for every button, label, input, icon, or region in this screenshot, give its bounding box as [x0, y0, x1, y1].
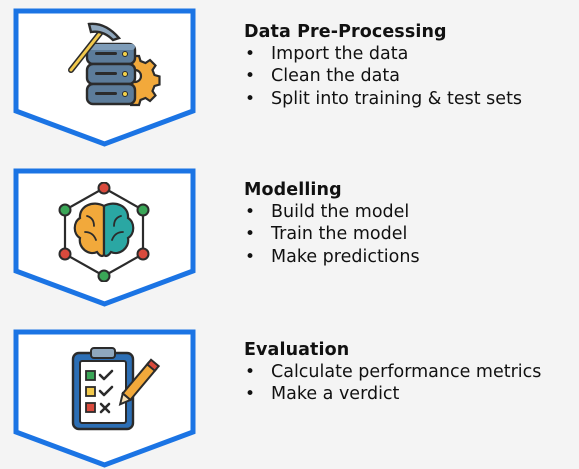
step-title: Data Pre-Processing: [244, 22, 447, 42]
list-item: • Clean the data: [244, 65, 574, 87]
bullet: •: [245, 88, 256, 109]
step-1-badge: [13, 8, 196, 148]
list-item-label: Import the data: [271, 44, 409, 64]
bullet: •: [245, 246, 256, 267]
list-item-label: Calculate performance metrics: [271, 362, 542, 382]
step-3-badge: [13, 329, 196, 469]
bullet: •: [245, 384, 256, 405]
list-item: • Make a verdict: [244, 383, 574, 405]
step-items: • Import the data • Clean the data • Split …: [244, 43, 574, 110]
bullet: •: [245, 66, 256, 87]
step-title: Modelling: [244, 180, 342, 200]
list-item-label: Make a verdict: [271, 384, 400, 405]
step-2-badge: [13, 168, 196, 308]
list-item-label: Make predictions: [271, 246, 420, 267]
bullet: •: [245, 224, 256, 245]
brain-network-icon: [58, 182, 150, 282]
bullet: •: [245, 44, 256, 64]
bullet: •: [245, 362, 256, 382]
list-item: • Split into training & test sets: [244, 88, 574, 110]
step-items: • Build the model • Train the model • Make …: [244, 201, 574, 268]
list-item-label: Train the model: [271, 224, 408, 245]
step-3-text: Evaluation • Calculate performance metric…: [244, 339, 574, 406]
server-gear-pickaxe-icon: [68, 22, 161, 107]
list-item: • Train the model: [244, 223, 574, 245]
list-item: • Calculate performance metrics: [244, 361, 574, 383]
checklist-pencil-icon: [71, 347, 161, 431]
list-item: • Make predictions: [244, 246, 574, 268]
bullet: •: [245, 202, 256, 222]
list-item-label: Clean the data: [271, 66, 400, 87]
list-item: • Import the data: [244, 43, 574, 65]
list-item: • Build the model: [244, 201, 574, 223]
list-item-label: Split into training & test sets: [271, 88, 523, 109]
step-2-text: Modelling • Build the model • Train the mo…: [244, 179, 574, 268]
step-items: • Calculate performance metrics • Make a v…: [244, 361, 574, 406]
step-1-text: Data Pre-Processing • Import the data • Cl…: [244, 21, 574, 110]
step-title: Evaluation: [244, 340, 350, 360]
list-item-label: Build the model: [271, 202, 410, 222]
